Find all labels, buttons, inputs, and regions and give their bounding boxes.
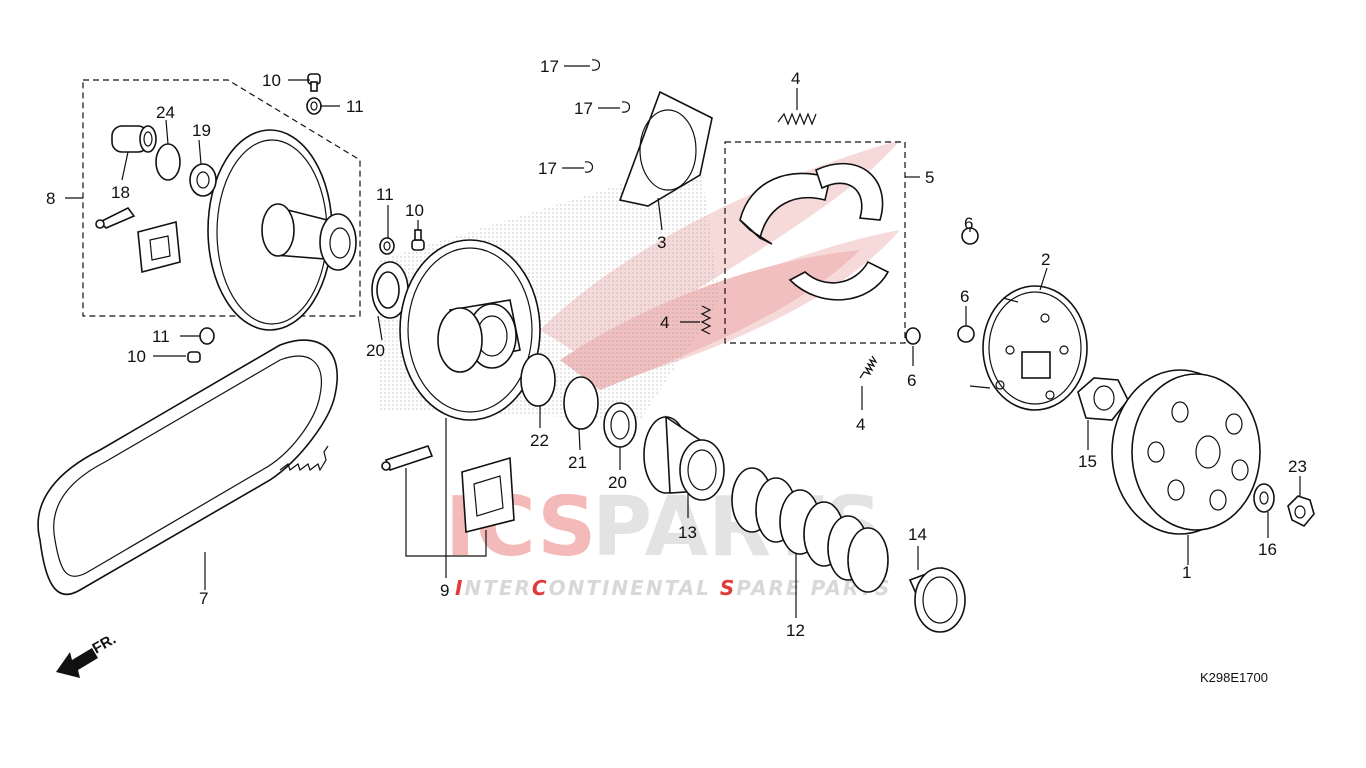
watermark-tagline-part: ONTINENTAL — [549, 576, 720, 600]
callout-4-low: 4 — [856, 415, 865, 434]
clip-17-a — [591, 59, 601, 71]
watermark-tagline-part: C — [532, 576, 549, 600]
callout-4-top: 4 — [791, 69, 800, 88]
callout-5: 5 — [925, 168, 934, 187]
drive-plate-2 — [969, 285, 1088, 411]
watermark-tagline-part: NTER — [464, 576, 531, 600]
grease-packet-9 — [461, 456, 515, 534]
clip-17-b — [621, 101, 631, 113]
callout-6-c: 6 — [907, 371, 916, 390]
callout-20-left: 20 — [366, 341, 385, 360]
collar-14 — [908, 567, 966, 633]
bolt-10-top — [307, 73, 321, 92]
nut-11-mid — [379, 237, 395, 255]
callout-4-mid: 4 — [660, 313, 669, 332]
callout-16: 16 — [1258, 540, 1277, 559]
nut-11-low — [199, 327, 215, 345]
callout-11-mid: 11 — [376, 185, 394, 204]
callout-11-low: 11 — [152, 327, 170, 346]
clutch-drum-1 — [1111, 369, 1261, 535]
nut-23 — [1287, 495, 1315, 527]
grease-tube-9 — [381, 445, 434, 471]
bolt-10-low — [187, 351, 201, 363]
o-ring-22 — [520, 353, 556, 407]
callout-10-mid: 10 — [405, 201, 424, 220]
callout-14: 14 — [908, 525, 927, 544]
circlip-24 — [155, 143, 181, 181]
callout-23: 23 — [1288, 457, 1307, 476]
callout-22: 22 — [530, 431, 549, 450]
callout-20-right: 20 — [608, 473, 627, 492]
clutch-spring-4-top — [777, 112, 817, 126]
clutch-spring-4-low — [859, 355, 878, 379]
watermark-tagline-part: I — [455, 576, 464, 600]
callout-15: 15 — [1078, 452, 1097, 471]
needle-bearing-18 — [111, 125, 157, 153]
callout-2: 2 — [1041, 250, 1050, 269]
plate-3 — [618, 90, 713, 207]
oil-seal-20-right — [603, 402, 637, 448]
clip-17-c — [584, 161, 594, 173]
clutch-shoe-right — [815, 162, 884, 221]
callout-17-b: 17 — [574, 99, 593, 118]
clutch-shoe-bottom — [788, 260, 890, 301]
callout-10-top: 10 — [262, 71, 281, 90]
spring-12 — [731, 467, 889, 593]
callout-6-b: 6 — [960, 287, 969, 306]
callout-3: 3 — [657, 233, 666, 252]
callout-24: 24 — [156, 103, 175, 122]
oil-seal-20-left — [371, 261, 409, 319]
callout-18: 18 — [111, 183, 130, 202]
leader-lines — [65, 65, 1301, 618]
drive-face-group-box — [82, 79, 361, 317]
watermark-tagline-part: S — [720, 576, 736, 600]
collar-6-c — [905, 327, 921, 345]
callout-11-top: 11 — [346, 97, 364, 116]
bolt-10-mid — [411, 229, 425, 251]
clutch-shoe-group-box — [724, 141, 906, 344]
front-direction-arrow: FR. — [56, 631, 119, 678]
diagram-code: K298E1700 — [1200, 670, 1268, 685]
callout-13: 13 — [678, 523, 697, 542]
watermark-tagline: INTERCONTINENTAL SPARE PARTS — [455, 576, 891, 600]
callout-10-low: 10 — [127, 347, 146, 366]
callout-7: 7 — [199, 589, 208, 608]
seal-collar-13 — [643, 415, 725, 501]
o-ring-21 — [563, 376, 599, 430]
driven-face-9 — [399, 239, 541, 421]
grease-tube-8 — [95, 206, 136, 229]
callout-8: 8 — [46, 189, 55, 208]
drive-belt-7 — [37, 339, 338, 596]
clutch-spring-4-mid — [700, 305, 712, 335]
callout-12: 12 — [786, 621, 805, 640]
callout-6-a: 6 — [964, 214, 973, 233]
grease-packet-8 — [137, 220, 181, 274]
callout-9: 9 — [440, 581, 449, 600]
callout-17-c: 17 — [538, 159, 557, 178]
washer-16 — [1253, 483, 1275, 513]
bearing-19 — [189, 163, 217, 197]
callout-labels: 1 2 3 4 4 4 5 6 6 6 7 8 9 10 10 10 11 11… — [46, 57, 1307, 640]
collar-6-b — [957, 325, 975, 343]
drive-face-pulley — [207, 129, 357, 331]
callout-19: 19 — [192, 121, 211, 140]
callout-21: 21 — [568, 453, 587, 472]
nut-11-top — [306, 97, 322, 115]
callout-1: 1 — [1182, 563, 1191, 582]
callout-17-a: 17 — [540, 57, 559, 76]
